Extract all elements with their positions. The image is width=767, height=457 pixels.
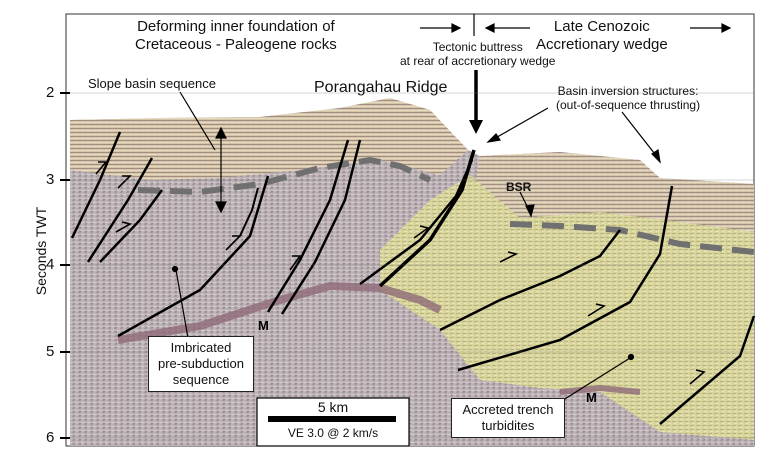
scale-bar-length: 5 km (317, 399, 349, 415)
m-reflector-left (117, 281, 442, 344)
deforming-label: Deforming inner foundation of Cretaceous… (135, 18, 337, 53)
late-cenozoic-label: Late Cenozoic Accretionary wedge (536, 18, 668, 53)
y-axis-label: Seconds TWT (33, 206, 50, 296)
fault-4 (117, 175, 270, 338)
m-reflector-right (559, 384, 641, 395)
fault-8 (439, 229, 621, 332)
fault-10 (659, 315, 756, 425)
bsr-label: BSR (506, 180, 532, 194)
y-tick-3: 3 (46, 171, 55, 188)
scale-bar-ve: VE 3.0 @ 2 km/s (287, 426, 379, 440)
wedge-layers (470, 152, 754, 232)
thrust-faults (70, 131, 756, 425)
buttress-arrow-head (469, 120, 483, 134)
fault-3 (99, 189, 164, 263)
slope-basin-label: Slope basin sequence (88, 76, 216, 91)
bsr-line-left (137, 156, 432, 196)
scale-bar (268, 416, 396, 422)
y-tick-2: 2 (46, 84, 55, 101)
imbricated-box: Imbricated pre-subduction sequence (148, 336, 254, 392)
fault-2 (86, 157, 154, 263)
y-tick-4: 4 (46, 256, 55, 273)
y-axis-ticks (60, 92, 70, 439)
m-label-right: M (586, 390, 597, 405)
fault-5 (266, 139, 350, 313)
tectonic-buttress-label: Tectonic buttress at rear of accretionar… (400, 40, 556, 68)
fault-11 (239, 187, 259, 237)
porangahau-label: Porangahau Ridge (314, 79, 448, 96)
fault-arrows (95, 161, 706, 385)
buttress-fault (378, 149, 476, 288)
annotation-lines (171, 14, 732, 403)
accretionary-wedge (380, 175, 754, 440)
y-tick-5: 5 (46, 343, 55, 360)
accreted-box: Accreted trench turbidites (451, 398, 565, 438)
fault-6 (280, 139, 362, 315)
fault-9 (457, 185, 674, 372)
m-label-left: M (258, 318, 269, 333)
basin-inversion-label: Basin inversion structures: (out-of-sequ… (556, 84, 701, 112)
y-tick-6: 6 (46, 429, 55, 446)
